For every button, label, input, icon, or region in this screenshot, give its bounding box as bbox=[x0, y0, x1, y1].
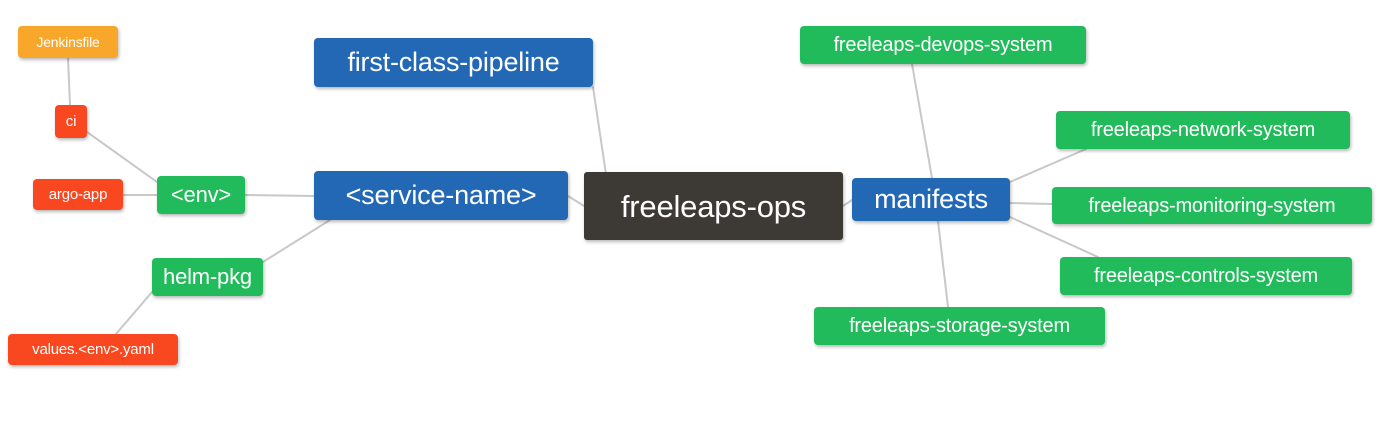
edge-service-name-env bbox=[244, 194, 315, 197]
node-label-argo-app: argo-app bbox=[48, 186, 108, 203]
node-label-manifests: manifests bbox=[874, 184, 988, 214]
node-freeleaps-storage-system[interactable]: freeleaps-storage-system bbox=[814, 307, 1105, 345]
edge-root-service-name bbox=[567, 195, 585, 207]
node-freeleaps-controls-system[interactable]: freeleaps-controls-system bbox=[1060, 257, 1352, 295]
edge-manifests-devops-system bbox=[911, 63, 933, 179]
node-label-freeleaps-controls-system: freeleaps-controls-system bbox=[1094, 265, 1318, 287]
node-service-name[interactable]: <service-name> bbox=[314, 171, 568, 220]
edge-manifests-controls-system bbox=[1009, 216, 1099, 258]
edge-root-manifests bbox=[842, 199, 853, 207]
edge-env-ci bbox=[86, 131, 158, 183]
node-root-freeleaps-ops[interactable]: freeleaps-ops bbox=[584, 172, 843, 240]
node-label-freeleaps-network-system: freeleaps-network-system bbox=[1090, 119, 1316, 141]
node-freeleaps-devops-system[interactable]: freeleaps-devops-system bbox=[800, 26, 1086, 64]
node-argo-app[interactable]: argo-app bbox=[33, 179, 123, 210]
node-label-helm-pkg: helm-pkg bbox=[163, 264, 252, 289]
edge-group bbox=[67, 57, 1099, 335]
edge-manifests-storage-system bbox=[937, 220, 949, 308]
node-label-values-yaml: values.<env>.yaml bbox=[32, 341, 154, 358]
node-label-freeleaps-devops-system: freeleaps-devops-system bbox=[833, 34, 1053, 56]
node-label-first-class-pipeline: first-class-pipeline bbox=[347, 47, 560, 77]
node-label-service-name: <service-name> bbox=[345, 180, 537, 210]
node-label-freeleaps-storage-system: freeleaps-storage-system bbox=[849, 315, 1070, 337]
node-env[interactable]: <env> bbox=[157, 176, 245, 214]
edge-helm-pkg-values-yaml bbox=[115, 291, 153, 335]
node-jenkinsfile[interactable]: Jenkinsfile bbox=[18, 26, 118, 58]
node-helm-pkg[interactable]: helm-pkg bbox=[152, 258, 263, 296]
edge-root-first-class-pipeline bbox=[592, 86, 607, 175]
node-label-freeleaps-ops: freeleaps-ops bbox=[620, 188, 807, 224]
node-label-jenkinsfile: Jenkinsfile bbox=[36, 34, 100, 50]
node-freeleaps-monitoring-system[interactable]: freeleaps-monitoring-system bbox=[1052, 187, 1372, 224]
node-first-class-pipeline[interactable]: first-class-pipeline bbox=[314, 38, 593, 87]
node-freeleaps-network-system[interactable]: freeleaps-network-system bbox=[1056, 111, 1350, 149]
node-ci[interactable]: ci bbox=[55, 105, 87, 138]
edge-manifests-network-system bbox=[1009, 148, 1087, 183]
edge-ci-jenkinsfile bbox=[67, 57, 71, 106]
node-label-env: <env> bbox=[170, 182, 232, 207]
node-manifests[interactable]: manifests bbox=[852, 178, 1010, 221]
edge-manifests-monitoring-system bbox=[1009, 202, 1053, 205]
edge-service-name-helm-pkg bbox=[262, 219, 331, 263]
node-label-ci: ci bbox=[65, 113, 77, 130]
node-values-yaml[interactable]: values.<env>.yaml bbox=[8, 334, 178, 365]
node-label-freeleaps-monitoring-system: freeleaps-monitoring-system bbox=[1088, 194, 1336, 217]
